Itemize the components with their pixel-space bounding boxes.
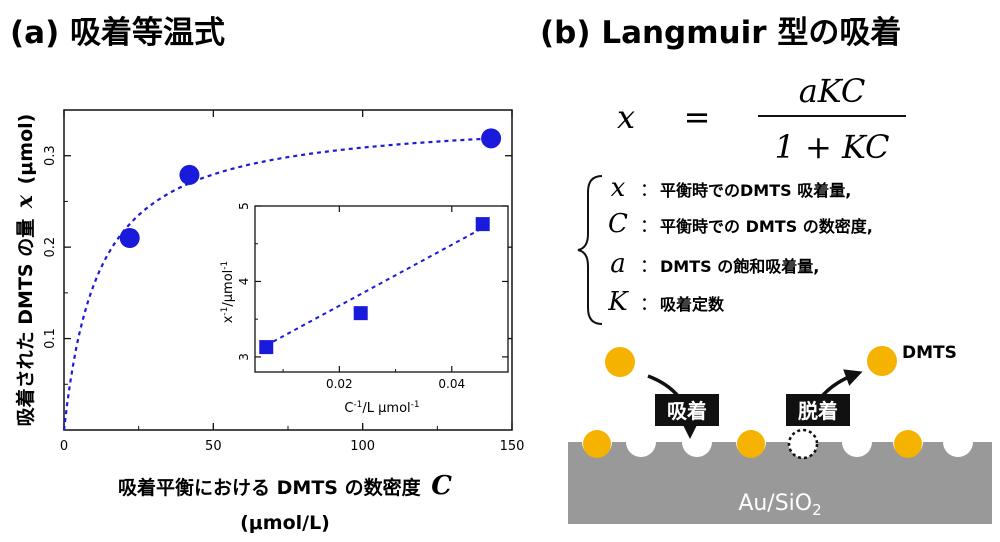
- au-sio2-substrate: [568, 442, 992, 524]
- inset-x-tick-label: 0.02: [326, 377, 353, 391]
- definitions-list: x ： 平衡時でのDMTS 吸着量, C ： 平衡時での DMTS の数密度, …: [607, 173, 873, 317]
- y-tick-label: 0.2: [43, 237, 58, 258]
- panel-a-title: (a) 吸着等温式: [10, 15, 225, 51]
- adsorbed-dmts-molecule: [583, 430, 611, 458]
- inset-data-point: [259, 340, 274, 355]
- y-tick-label: 0.1: [43, 328, 58, 349]
- inset-chart-points: [259, 217, 490, 355]
- langmuir-fit-curve: [62, 137, 498, 431]
- free-dmts-molecule: [867, 346, 897, 376]
- panel-b-title: (b) Langmuir 型の吸着: [540, 15, 901, 51]
- substrate-label: Au/SiO2: [738, 491, 821, 519]
- inset-data-point: [353, 306, 368, 321]
- desorb-label-box: [786, 394, 850, 426]
- adsorbed-dmts-molecule: [894, 430, 922, 458]
- desorbed-site-outline: [787, 428, 819, 460]
- free-dmts-molecule: [605, 347, 635, 377]
- definition-a: a ： DMTS の飽和吸着量,: [610, 249, 819, 279]
- inset-y-tick-label: 3: [237, 353, 251, 361]
- data-point: [481, 128, 502, 149]
- svg-text:DMTS の飽和吸着量,: DMTS の飽和吸着量,: [660, 257, 819, 276]
- x-tick-label: 150: [500, 439, 525, 454]
- inset-data-point: [475, 217, 490, 232]
- equation-denominator: 1 + KC: [774, 128, 889, 166]
- adsorbed-dmts-molecule: [737, 430, 765, 458]
- data-point: [119, 228, 140, 248]
- equation-numerator: aKC: [799, 72, 866, 110]
- svg-text:a: a: [610, 249, 626, 279]
- svg-text:平衡時でのDMTS 吸着量,: 平衡時でのDMTS 吸着量,: [660, 181, 851, 200]
- svg-text:：: ：: [640, 294, 658, 315]
- desorb-label: 脱着: [798, 399, 838, 423]
- inset-y-axis-label: x-1/μmol-1: [220, 261, 236, 324]
- inset-y-tick-label: 5: [237, 202, 251, 210]
- inset-chart-tick-labels: 0.02 0.04 3 4 5: [237, 202, 465, 391]
- main-x-axis-label: 吸着平衡における DMTS の数密度 C: [118, 471, 452, 501]
- equation-lhs: x: [617, 98, 635, 136]
- inset-y-tick-label: 4: [237, 278, 251, 286]
- svg-text:x: x: [611, 173, 626, 203]
- svg-text:：: ：: [640, 180, 658, 201]
- main-chart-points: [119, 128, 502, 248]
- x-tick-label: 50: [205, 439, 222, 454]
- inset-fit-line: [265, 227, 484, 347]
- definition-k: K ： 吸着定数: [607, 287, 725, 317]
- main-y-axis-label: 吸着された DMTS の量 x (μmol): [12, 114, 38, 427]
- equation-equals: =: [684, 98, 711, 136]
- main-chart-tick-labels: 0 50 100 150 0.1 0.2 0.3: [43, 145, 524, 454]
- definition-c: C ： 平衡時での DMTS の数密度,: [608, 209, 873, 239]
- inset-x-axis-label: C-1/L μmol-1: [344, 400, 419, 416]
- inset-chart-ticks: [255, 205, 508, 372]
- inset-chart-frame: [254, 205, 509, 373]
- dmts-label: DMTS: [902, 343, 957, 363]
- main-chart-ticks: [63, 110, 513, 430]
- main-x-axis-unit: (μmol/L): [240, 512, 330, 534]
- x-tick-label: 100: [350, 439, 375, 454]
- svg-text:K: K: [607, 287, 629, 317]
- svg-text:：: ：: [640, 216, 658, 237]
- svg-text:平衡時での DMTS の数密度,: 平衡時での DMTS の数密度,: [660, 217, 873, 236]
- svg-text:：: ：: [640, 256, 658, 277]
- x-tick-label: 0: [60, 439, 68, 454]
- adsorb-label-box: [655, 394, 719, 426]
- data-point: [179, 164, 200, 185]
- definition-x: x ： 平衡時でのDMTS 吸着量,: [611, 173, 852, 203]
- svg-text:C: C: [608, 209, 628, 239]
- svg-text:吸着定数: 吸着定数: [660, 295, 725, 314]
- y-tick-label: 0.3: [43, 145, 58, 166]
- definitions-brace: [577, 175, 603, 325]
- inset-x-tick-label: 0.04: [438, 377, 465, 391]
- adsorb-label: 吸着: [667, 399, 707, 423]
